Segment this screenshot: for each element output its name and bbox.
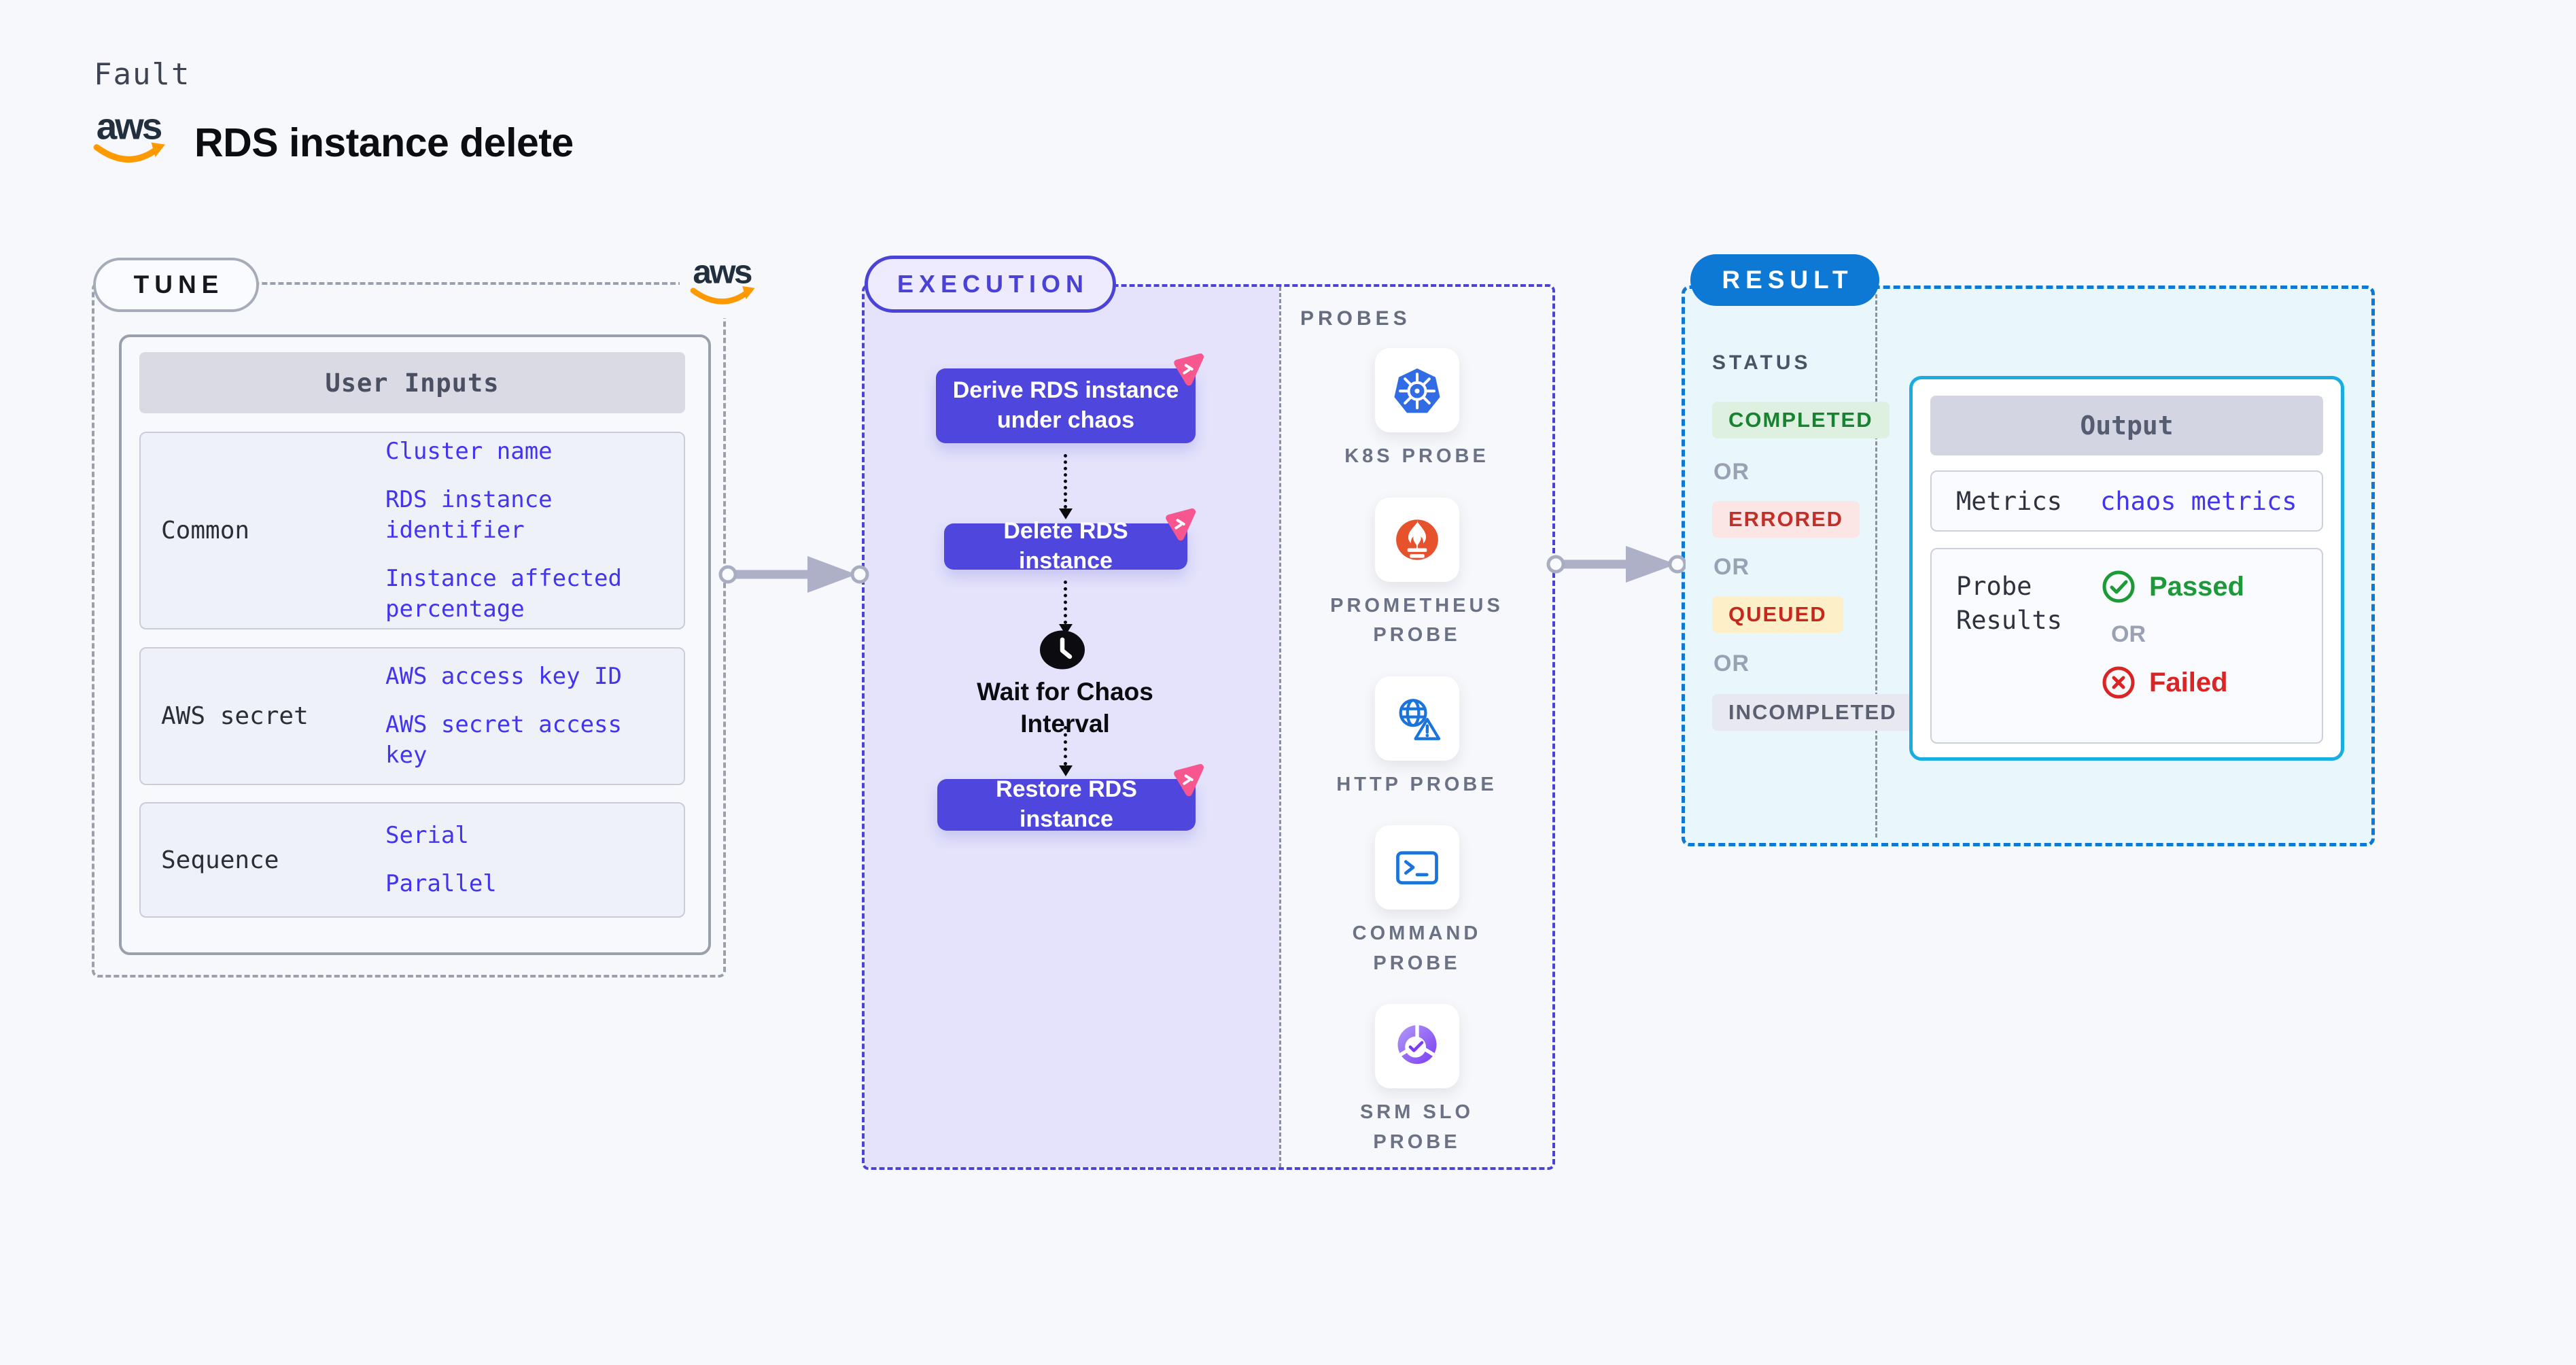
input-link-serial[interactable]: Serial — [385, 822, 469, 850]
step-label: Derive RDS instance under chaos — [952, 377, 1179, 433]
probe-item-prometheus: PROMETHEUS PROBE — [1325, 497, 1510, 651]
user-inputs-header: User Inputs — [139, 352, 685, 413]
user-input-row-common: Common Cluster name RDS instance identif… — [139, 432, 685, 629]
output-panel: Output Metrics chaos metrics Probe Resul… — [1909, 376, 2344, 761]
or-label: OR — [2111, 621, 2146, 647]
probe-results-row: Probe Results Passed OR — [1930, 548, 2323, 744]
output-header: Output — [1930, 396, 2323, 455]
aws-smile-icon — [93, 144, 161, 163]
probe-outcome-failed: Failed — [2100, 664, 2228, 701]
probes-panel: PROBES K8S PROBE — [1279, 287, 1552, 1167]
tune-to-execution-arrow — [718, 556, 869, 593]
row-label: AWS secret — [161, 702, 309, 730]
metrics-row: Metrics chaos metrics — [1930, 470, 2323, 532]
input-link-aws-access-key-id[interactable]: AWS access key ID — [385, 663, 622, 691]
step-derive-rds-instance-button[interactable]: Derive RDS instance under chaos — [936, 353, 1204, 443]
step-delete-rds-instance-button[interactable]: Delete RDS instance — [944, 508, 1196, 574]
failed-label: Failed — [2149, 667, 2228, 697]
or-label: OR — [1713, 554, 1750, 580]
input-link-aws-secret-access-key[interactable]: AWS secret access key — [385, 711, 622, 769]
probe-card — [1374, 1004, 1459, 1088]
http-globe-warning-icon — [1399, 698, 1440, 740]
user-inputs-panel: User Inputs Common Cluster name RDS inst… — [119, 334, 711, 955]
chaos-metrics-link[interactable]: chaos metrics — [2100, 486, 2297, 516]
probes-to-result-arrow — [1546, 546, 1686, 583]
user-input-row-aws-secret: AWS secret AWS access key ID AWS secret … — [139, 647, 685, 785]
probe-item-http: HTTP PROBE — [1325, 676, 1510, 800]
probe-card — [1374, 676, 1459, 761]
execution-probes-section: Derive RDS instance under chaos Delete R… — [862, 284, 1555, 1170]
probe-item-srm-slo: SRM SLO PROBE — [1325, 1004, 1510, 1157]
step-restore-rds-instance-button[interactable]: Restore RDS instance — [937, 763, 1204, 832]
status-badge-queued: QUEUED — [1712, 596, 1843, 633]
flow-connector-arrow — [1059, 726, 1073, 776]
chaos-icon — [1174, 353, 1204, 386]
probe-label: SRM SLO PROBE — [1359, 1101, 1474, 1153]
probe-label: PROMETHEUS PROBE — [1330, 594, 1503, 646]
status-badge-incompleted: INCOMPLETED — [1712, 694, 1913, 731]
page-title: RDS instance delete — [194, 120, 574, 165]
probe-label: K8S PROBE — [1344, 445, 1489, 467]
aws-logo-small: aws — [690, 253, 755, 305]
failed-x-icon — [2102, 666, 2135, 699]
wait-clock-icon — [1040, 630, 1085, 670]
status-output-divider — [1875, 294, 1877, 837]
svg-text:aws: aws — [97, 105, 162, 148]
execution-badge: EXECUTION — [865, 256, 1116, 313]
srm-slo-icon — [1397, 1023, 1437, 1065]
metrics-label: Metrics — [1956, 486, 2062, 516]
probe-item-command: COMMAND PROBE — [1325, 825, 1510, 978]
probe-item-k8s: K8S PROBE — [1325, 348, 1510, 472]
flow-connector-arrow — [1059, 581, 1073, 635]
or-label: OR — [1713, 459, 1750, 485]
fault-kicker: Fault — [94, 57, 191, 92]
svg-text:aws: aws — [693, 253, 752, 290]
prometheus-icon — [1395, 519, 1438, 560]
or-label: OR — [1713, 651, 1750, 676]
tune-section — [92, 282, 726, 978]
input-link-parallel[interactable]: Parallel — [385, 870, 497, 897]
probe-label: COMMAND PROBE — [1352, 922, 1482, 974]
result-section: STATUS COMPLETED OR ERRORED OR QUEUED OR… — [1682, 286, 2375, 846]
probe-outcome-passed: Passed — [2100, 568, 2244, 605]
chaos-icon — [1166, 508, 1196, 541]
wait-for-chaos-interval-label: Wait for Chaos Interval — [977, 678, 1153, 738]
status-badge-errored: ERRORED — [1712, 501, 1860, 538]
row-label: Sequence — [161, 846, 279, 874]
passed-check-icon — [2102, 570, 2135, 603]
kubernetes-icon — [1393, 368, 1440, 413]
status-badge-completed: COMPLETED — [1712, 402, 1890, 438]
input-link-instance-affected-percentage[interactable]: Instance affected percentage — [385, 564, 622, 623]
aws-logo-small-wrap: aws — [680, 247, 764, 318]
aws-logo: aws — [93, 105, 165, 163]
flow-connector-arrow — [1059, 454, 1073, 519]
input-link-rds-instance-identifier[interactable]: RDS instance identifier — [385, 486, 553, 545]
row-label: Common — [161, 517, 250, 545]
result-badge: RESULT — [1690, 254, 1879, 306]
passed-label: Passed — [2149, 571, 2245, 602]
step-label: Delete RDS instance — [1003, 518, 1128, 574]
probe-label: HTTP PROBE — [1336, 773, 1497, 795]
status-heading: STATUS — [1712, 351, 1811, 374]
terminal-icon — [1395, 851, 1438, 884]
execution-area: Derive RDS instance under chaos Delete R… — [865, 287, 1279, 1167]
step-label: Restore RDS instance — [996, 776, 1137, 832]
input-link-cluster-name[interactable]: Cluster name — [385, 438, 553, 466]
tune-badge: TUNE — [93, 258, 259, 312]
probe-card — [1374, 348, 1459, 432]
probe-card — [1374, 825, 1459, 910]
chaos-icon — [1174, 763, 1204, 797]
user-input-row-sequence: Sequence Serial Parallel — [139, 802, 685, 918]
probes-heading: PROBES — [1300, 307, 1411, 330]
probe-results-label: Probe Results — [1956, 572, 2062, 635]
probe-card — [1374, 497, 1459, 582]
